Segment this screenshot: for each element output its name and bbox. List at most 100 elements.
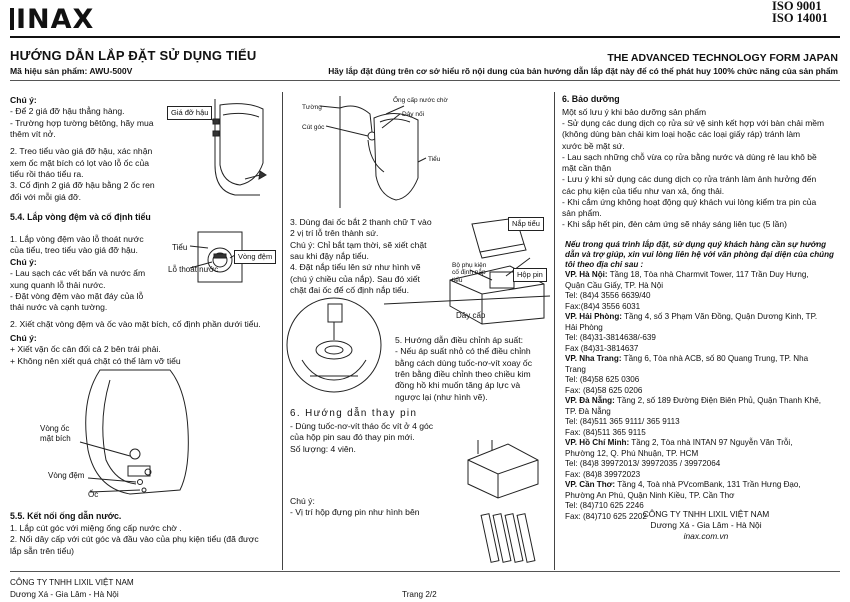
office-name: VP. Đà Nẵng: <box>565 396 615 406</box>
maint-line: - Khi sắp hết pin, đèn cảm ứng sẽ nháy s… <box>562 219 787 230</box>
note1-line: xem ốc mặt bích có lọt vào lỗ ốc của <box>10 157 149 168</box>
office-line: Tầng 2, số 189 Đường Điện Biên Phủ, Quận… <box>614 396 821 406</box>
maintenance-list: Một số lưu ý khi bảo dưỡng sản phẩm - Sử… <box>562 107 842 230</box>
note1-line: 2. Treo tiểu vào giá đỡ hậu, xác nhận <box>10 146 153 157</box>
office-line: Tầng 6, Tòa nhà ACB, số 80 Quang Trung, … <box>621 354 809 364</box>
office-line: Tầng 4, số 3 Phạm Văn Đồng, Quận Dương K… <box>621 312 818 322</box>
footer-rule <box>10 571 840 572</box>
s55-line: lắp sẵn trên tiểu) <box>10 545 75 556</box>
company-website[interactable]: inax.com.vn <box>683 530 729 541</box>
s5-line: - Nếu áp suất nhỏ có thể điều chỉnh <box>395 346 531 357</box>
maint-line: mặt cần thận <box>562 163 612 174</box>
step-line: 4. Đặt nắp tiểu lên sứ như hình vẽ <box>290 262 421 273</box>
s54-step1: 1. Lắp vòng đệm vào lỗ thoát nước của ti… <box>10 234 170 257</box>
office-name: VP. Hồ Chí Minh: <box>565 438 630 448</box>
note3-line: + Không nên xiết quá chặt có thể làm vỡ … <box>10 355 181 366</box>
section-5-4-title: 5.4. Lắp vòng đệm và cố định tiểu <box>10 212 151 222</box>
s54-line: 1. Lắp vòng đệm vào lỗ thoát nước <box>10 234 144 244</box>
office-tel: Tel: (84)511 365 9111/ 365 9113 <box>565 417 680 427</box>
col1-note1: Chú ý: - Để 2 giá đỡ hậu thẳng hàng. - T… <box>10 95 170 203</box>
note3-line: + Xiết vặn ốc cân đối cả 2 bên trái phải… <box>10 344 161 355</box>
label-tieu: Tiểu <box>172 243 188 252</box>
note1-line: 3. Cố định 2 giá đỡ hậu bằng 2 ốc ren <box>10 180 155 191</box>
maint-line: sản phẩm. <box>562 207 602 218</box>
iso-14001: ISO 14001 <box>772 11 828 25</box>
note2-line: - Lau sạch các vết bẩn và nước ẩm <box>10 268 146 279</box>
s5-line: đồng hồ khi muốn tăng áp lực và <box>395 380 521 391</box>
maint-line: - Lau sạch những chỗ vừa cọ rửa bằng nướ… <box>562 151 817 162</box>
office-nhatrang: VP. Nha Trang: Tầng 6, Tòa nhà ACB, số 8… <box>565 354 847 396</box>
label-cover: Nắp tiểu <box>508 217 544 231</box>
company-address: Dương Xá - Gia Lâm - Hà Nội <box>650 519 762 530</box>
office-fax: Fax (84)31-3814637 <box>565 343 639 353</box>
label-regulator: Bộ phụ kiện cố định nắp tiểu <box>452 262 487 284</box>
footer-company: CÔNG TY TNHH LIXIL VIỆT NAM <box>10 578 134 587</box>
col2-section-5: 5. Hướng dẫn điều chỉnh áp suất: - Nếu á… <box>395 335 547 403</box>
label-drain-hole: Lỗ thoát nước <box>168 265 219 274</box>
company-name: CÔNG TY TNHH LIXIL VIỆT NAM <box>642 509 770 519</box>
logo-text: INAX <box>16 4 95 35</box>
maint-line: các phụ kiện của tiểu như van xả, ống th… <box>562 185 725 196</box>
note2-line: thải nước và cạnh tường. <box>10 302 108 313</box>
section-6-maintenance-title: 6. Bảo dưỡng <box>562 94 620 104</box>
label-supply-line: Dây cấp <box>456 311 486 320</box>
step-line: 2 vị trí lỗ trên thành sứ. <box>290 228 379 239</box>
pressure-leader <box>383 295 551 305</box>
office-fax: Fax: (84)8 39972023 <box>565 469 641 479</box>
flange-figure <box>79 369 189 495</box>
office-hcm: VP. Hồ Chí Minh: Tầng 2, Tòa nhà INTAN 9… <box>565 438 847 480</box>
maint-line: - Sử dụng các dung dịch cọ rửa sứ vệ sin… <box>562 118 825 129</box>
office-fax: Fax: (84)710 625 2202 <box>565 511 647 521</box>
column-divider-1 <box>282 92 283 570</box>
label-urinal: Tiểu <box>428 156 441 163</box>
contact-note: Nếu trong quá trình lắp đặt, sử dụng quý… <box>565 240 845 270</box>
col2-note: Chú ý: - Vị trí hộp đựng pin như hình bê… <box>290 496 460 519</box>
label-supply-pipe: Ống cấp nước chờ <box>393 97 448 104</box>
office-name: VP. Cần Thơ: <box>565 480 616 490</box>
office-hanoi: VP. Hà Nội: Tầng 18, Tòa nhà Charmvit To… <box>565 270 847 312</box>
office-line: Tầng 18, Tòa nhà Charmvit Tower, 117 Trầ… <box>607 270 809 279</box>
note2-line: - Đặt vòng đệm vào mặt đáy của lỗ <box>10 291 144 302</box>
inax-logo: INAX <box>10 2 94 38</box>
note1-line: - Trường hợp tường bêtông, hãy mua <box>10 117 154 128</box>
office-danang: VP. Đà Nẵng: Tầng 2, số 189 Đường Điện B… <box>565 396 847 438</box>
office-line: TP. Đà Nẵng <box>565 406 611 416</box>
office-tel: Tel: (84)8 39972013/ 39972035 / 39972064 <box>565 459 721 469</box>
note2-title: Chú ý: <box>10 257 37 267</box>
office-list: VP. Hà Nội: Tầng 18, Tòa nhà Charmvit To… <box>565 270 847 522</box>
s6-note-line: - Vị trí hộp đựng pin như hình bên <box>290 507 420 518</box>
col2-steps-3-4: 3. Dùng đai ốc bắt 2 thanh chữ T vào 2 v… <box>290 217 460 296</box>
office-name: VP. Hà Nội: <box>565 270 608 279</box>
model-number: Mã hiệu sản phẩm: AWU-500V <box>10 66 133 76</box>
s5-line: trên bằng điều chỉnh theo chiều kim <box>395 369 531 380</box>
label-flange-nut-2: mặt bích <box>40 434 71 443</box>
contact-note-line: Nếu trong quá trình lắp đặt, sử dụng quý… <box>565 240 827 249</box>
col1-note3: Chú ý: + Xiết vặn ốc cân đối cả 2 bên tr… <box>10 333 240 367</box>
supply-figure <box>319 96 427 208</box>
maint-line: xước bề mặt sứ. <box>562 140 625 151</box>
label-elbow: Cút góc <box>302 124 325 131</box>
pressure-figure <box>286 297 382 393</box>
office-haiphong: VP. Hải Phòng: Tầng 4, số 3 Phạm Văn Đồn… <box>565 312 847 354</box>
label-supply-hose: Dây nối <box>402 111 425 118</box>
s6-line: - Dùng tuốc-nơ-vít tháo ốc vít ở 4 góc <box>290 421 434 431</box>
office-cantho: VP. Cần Thơ: Tầng 4, Toà nhà PVcomBank, … <box>565 480 847 522</box>
subheader-rule <box>10 80 840 81</box>
document-title-en: THE ADVANCED TECHNOLOGY FORM JAPAN <box>607 52 838 64</box>
step-line: chặt đai ốc để cố định nắp tiểu. <box>290 285 409 296</box>
iso-9001: ISO 9001 <box>772 0 822 13</box>
label-battery-box: Hộp pin <box>513 268 547 282</box>
page-number: Trang 2/2 <box>402 590 437 599</box>
label-flange-nut-1: Vòng ốc <box>40 424 70 433</box>
col2-section-6: - Dùng tuốc-nơ-vít tháo ốc vít ở 4 góc c… <box>290 421 460 455</box>
section-6-battery-title: 6. Hướng dẫn thay pin <box>290 408 418 419</box>
s55-steps: 1. Lắp cút góc với miệng ống cấp nước ch… <box>10 523 280 557</box>
office-line: Phường An Phú, Quận Ninh Kiều, TP. Cần T… <box>565 490 735 500</box>
battery-figure <box>467 440 539 563</box>
note1-title: Chú ý: <box>10 95 37 105</box>
step-line: sau khi đậy nắp tiểu. <box>290 251 369 262</box>
contact-note-line: tôi theo địa chỉ sau : <box>565 260 644 270</box>
s5-line: bằng cách dùng tuốc-nơ-vít xoay ốc <box>395 357 533 368</box>
note3-title: Chú ý: <box>10 333 37 343</box>
logo-bar <box>10 8 14 30</box>
